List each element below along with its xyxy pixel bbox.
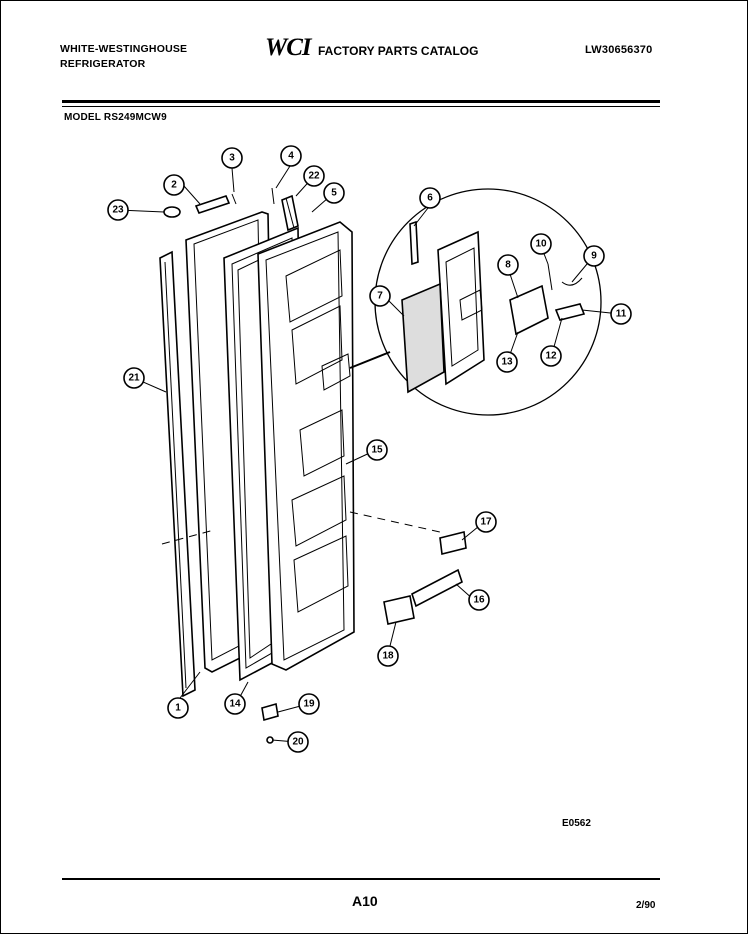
svg-text:3: 3	[229, 153, 235, 164]
spring-rod	[409, 220, 419, 266]
door-gasket-strip	[159, 250, 196, 698]
callout-9: 9	[583, 245, 605, 267]
catalog-number: LW30656370	[585, 44, 653, 56]
header-rule	[62, 100, 660, 103]
callout-5: 5	[323, 182, 345, 204]
leader-lines	[119, 165, 621, 743]
footer-rule	[62, 878, 660, 880]
insulation-pad	[401, 282, 445, 394]
callout-3: 3	[221, 147, 243, 169]
assembly-line	[161, 529, 215, 545]
svg-text:17: 17	[480, 517, 492, 528]
model-label: MODEL RS249MCW9	[64, 112, 167, 123]
product-type: REFRIGERATOR	[60, 58, 146, 70]
actuator-pad	[554, 303, 586, 321]
svg-text:11: 11	[616, 309, 627, 320]
brand-name: WHITE-WESTINGHOUSE	[60, 43, 188, 55]
callout-23: 23	[107, 199, 129, 221]
detail-leader	[349, 351, 391, 369]
lower-hinge	[261, 702, 279, 722]
callout-19: 19	[298, 693, 320, 715]
callout-10: 10	[530, 233, 552, 255]
svg-text:7: 7	[377, 291, 383, 302]
callout-21: 21	[123, 367, 145, 389]
callout-18: 18	[377, 645, 399, 667]
callout-16: 16	[468, 589, 490, 611]
callout-22: 22	[303, 165, 325, 187]
page-number: A10	[352, 893, 378, 909]
hinge-cap	[163, 206, 181, 218]
spring	[547, 263, 553, 291]
callout-17: 17	[475, 511, 497, 533]
svg-text:16: 16	[473, 595, 485, 606]
diagram-code: E0562	[562, 818, 591, 829]
callout-7: 7	[369, 285, 391, 307]
svg-text:13: 13	[501, 357, 513, 368]
callout-6: 6	[419, 187, 441, 209]
svg-text:8: 8	[505, 260, 511, 271]
door-liner	[257, 221, 355, 671]
door-channel	[281, 194, 299, 232]
catalog-title: FACTORY PARTS CATALOG	[318, 44, 479, 58]
callout-14: 14	[224, 693, 246, 715]
svg-text:19: 19	[303, 699, 315, 710]
assembly-line	[349, 511, 441, 533]
svg-text:18: 18	[382, 651, 394, 662]
callout-12: 12	[540, 345, 562, 367]
shelf-end	[439, 531, 467, 555]
svg-text:6: 6	[427, 193, 433, 204]
svg-text:21: 21	[128, 373, 140, 384]
svg-text:5: 5	[331, 188, 337, 199]
svg-text:15: 15	[371, 445, 383, 456]
callout-1: 1	[167, 697, 189, 719]
svg-text:23: 23	[112, 205, 124, 216]
svg-text:14: 14	[229, 699, 241, 710]
clip	[561, 277, 583, 286]
svg-text:22: 22	[308, 171, 320, 182]
svg-text:20: 20	[292, 737, 304, 748]
svg-text:10: 10	[535, 239, 547, 250]
svg-text:12: 12	[545, 351, 557, 362]
handle-bracket	[194, 195, 231, 214]
dispenser-cover	[509, 284, 549, 336]
callout-11: 11	[610, 303, 632, 325]
callout-4: 4	[280, 145, 302, 167]
shelf-rail	[411, 568, 463, 608]
revision-date: 2/90	[636, 900, 656, 911]
svg-text:9: 9	[591, 251, 597, 262]
wci-logo: WCI	[265, 34, 312, 61]
svg-text:1: 1	[175, 703, 181, 714]
screw	[271, 187, 275, 205]
callout-2: 2	[163, 174, 185, 196]
callout-8: 8	[497, 254, 519, 276]
screw	[231, 193, 237, 205]
callout-13: 13	[496, 351, 518, 373]
header-rule-thin	[62, 106, 660, 107]
dispenser-housing	[437, 230, 485, 386]
shelf-bracket	[383, 595, 415, 625]
svg-text:4: 4	[288, 151, 294, 162]
callout-15: 15	[366, 439, 388, 461]
svg-text:2: 2	[171, 180, 177, 191]
callout-20: 20	[287, 731, 309, 753]
